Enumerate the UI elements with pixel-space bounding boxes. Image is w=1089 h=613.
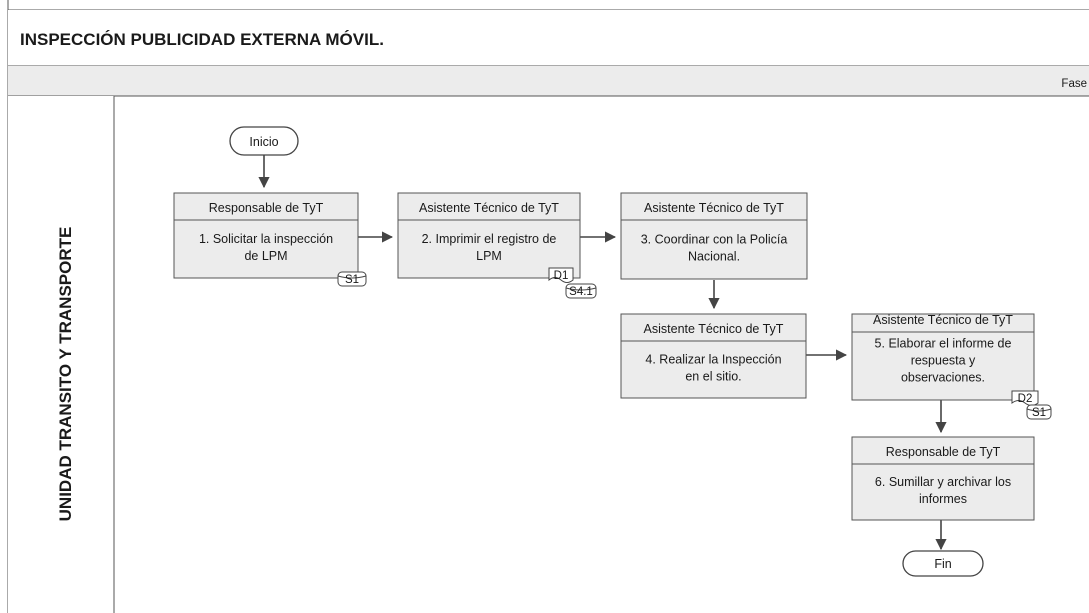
step-task-line: respuesta y xyxy=(911,354,976,368)
lane-header xyxy=(8,96,114,613)
step-task-line: informes xyxy=(919,492,967,506)
start-label: Inicio xyxy=(249,135,278,149)
process-step-5: Asistente Técnico de TyT 5. Elaborar el i… xyxy=(851,313,1052,420)
end-label: Fin xyxy=(934,557,951,571)
step-role: Asistente Técnico de TyT xyxy=(644,201,784,215)
end-terminal: Fin xyxy=(902,550,984,577)
step-task-line: 3. Coordinar con la Policía xyxy=(641,233,788,247)
step-task-line: Nacional. xyxy=(688,250,740,264)
step-role: Asistente Técnico de TyT xyxy=(644,322,784,336)
step-task-line: 1. Solicitar la inspección xyxy=(199,232,333,246)
step-reference-tag: S1 xyxy=(345,274,359,286)
step-reference-tag: S4.1 xyxy=(569,286,593,298)
title-bar xyxy=(8,10,1089,66)
step-reference-tag: S1 xyxy=(1032,407,1046,419)
step-role: Responsable de TyT xyxy=(209,201,324,215)
storage-icon: S1 xyxy=(1026,404,1052,420)
process-step-4: Asistente Técnico de TyT 4. Realizar la I… xyxy=(620,313,807,399)
step-task-line: 2. Imprimir el registro de xyxy=(422,232,557,246)
document-icon: D2 xyxy=(1011,390,1039,406)
step-task-line: en el sitio. xyxy=(685,370,741,384)
phase-label: Fase xyxy=(1061,78,1087,90)
document-icon: D1 xyxy=(548,267,574,283)
process-step-2: Asistente Técnico de TyT 2. Imprimir el r… xyxy=(397,192,597,299)
step-role: Asistente Técnico de TyT xyxy=(873,313,1013,327)
process-step-3: Asistente Técnico de TyT 3. Coordinar con… xyxy=(620,192,808,280)
lane-label: UNIDAD TRANSITO Y TRANSPORTE xyxy=(56,227,75,522)
process-step-6: Responsable de TyT 6. Sumillar y archivar… xyxy=(851,436,1035,521)
step-task-line: 5. Elaborar el informe de xyxy=(875,337,1012,351)
step-reference-tag: D2 xyxy=(1018,393,1033,405)
phase-bar xyxy=(8,66,1089,96)
step-task-line: LPM xyxy=(476,249,502,263)
storage-icon: S1 xyxy=(337,271,367,287)
step-task-line: 4. Realizar la Inspección xyxy=(645,353,781,367)
step-role: Asistente Técnico de TyT xyxy=(419,201,559,215)
diagram-title: INSPECCIÓN PUBLICIDAD EXTERNA MÓVIL. xyxy=(20,30,384,49)
step-reference-tag: D1 xyxy=(554,270,569,282)
start-terminal: Inicio xyxy=(229,126,299,156)
step-task-line: de LPM xyxy=(244,249,287,263)
storage-icon: S4.1 xyxy=(565,283,597,299)
step-task-line: observaciones. xyxy=(901,371,985,385)
process-steps: Responsable de TyT 1. Solicitar la inspec… xyxy=(173,192,1052,521)
step-task-line: 6. Sumillar y archivar los xyxy=(875,475,1011,489)
step-role: Responsable de TyT xyxy=(886,445,1001,459)
process-step-1: Responsable de TyT 1. Solicitar la inspec… xyxy=(173,192,367,287)
